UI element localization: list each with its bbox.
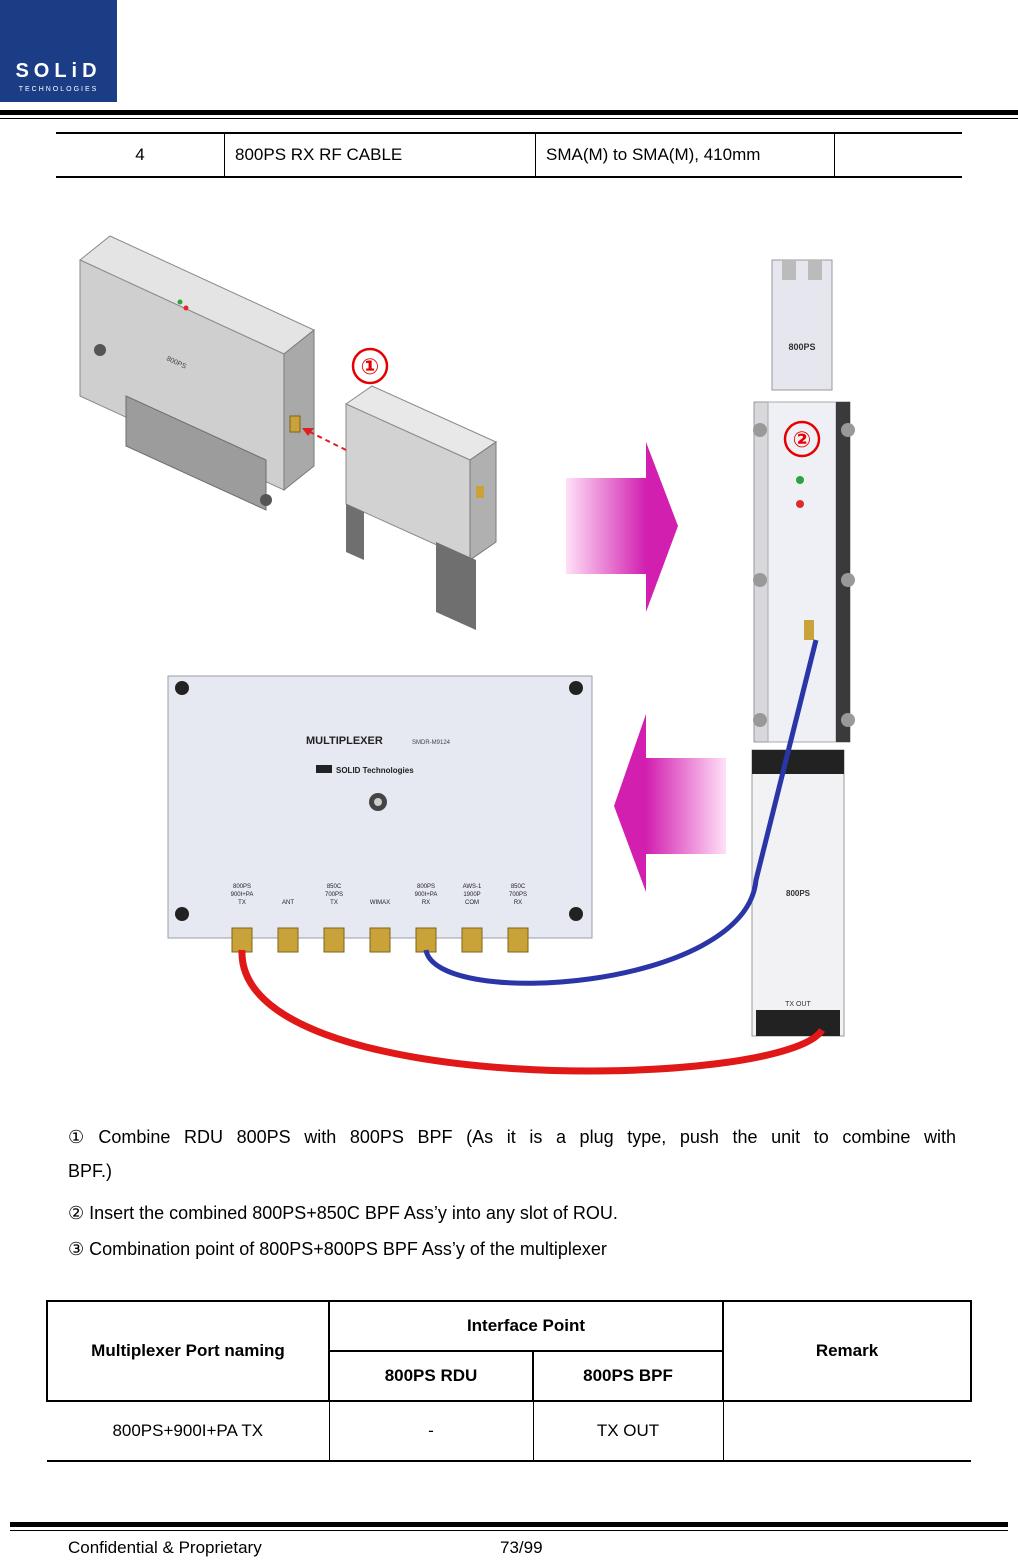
table-cell-item: 800PS RX RF CABLE xyxy=(224,132,536,178)
table-cell-spec: SMA(M) to SMA(M), 410mm xyxy=(535,132,835,178)
port-label: RX xyxy=(514,900,522,906)
port-label: AWS-1 xyxy=(463,884,482,890)
multiplexer-model: SMDR-M9124 xyxy=(412,740,451,746)
marker-2 xyxy=(783,420,821,458)
tx-out-label: TX OUT xyxy=(785,1001,811,1008)
multiplexer-title: MULTIPLEXER xyxy=(306,735,383,747)
port-connector xyxy=(277,927,299,953)
header-port-naming: Multiplexer Port naming xyxy=(46,1300,330,1402)
port-label: 900I+PA xyxy=(415,892,438,898)
cell-rdu: - xyxy=(329,1401,534,1462)
port-label: ANT xyxy=(282,900,294,906)
footer-page-number: 73/99 xyxy=(500,1538,543,1557)
port-label: 700PS xyxy=(509,892,527,898)
multiplexer-brand: SOLID Technologies xyxy=(336,766,414,775)
footer-rule-thick xyxy=(10,1522,1008,1527)
header-800ps-rdu: 800PS RDU xyxy=(328,1350,534,1402)
port-label: 850C xyxy=(327,884,342,890)
port-connector xyxy=(415,927,437,953)
cell-remark xyxy=(723,1401,971,1462)
port-connector xyxy=(369,927,391,953)
multiplexer-port: AWS-1 1900P COM xyxy=(461,884,483,953)
port-connector xyxy=(461,927,483,953)
header-rule-thick xyxy=(0,110,1018,115)
table-row: 4 800PS RX RF CABLE SMA(M) to SMA(M), 41… xyxy=(56,132,962,178)
multiplexer-port: ANT xyxy=(277,900,299,953)
interface-table: Multiplexer Port naming Interface Point … xyxy=(46,1300,972,1462)
cell-bpf: TX OUT xyxy=(533,1401,724,1462)
multiplexer-port: WIMAX xyxy=(369,900,391,953)
cell-port: 800PS+900I+PA TX xyxy=(47,1401,330,1462)
rdu-label: 800PS xyxy=(788,342,815,352)
assembly-diagram: 800PS ① 800PS ② xyxy=(79,235,855,1075)
marker-1-label: ① xyxy=(361,355,380,380)
caption-step-3: ③ Combination point of 800PS+800PS BPF A… xyxy=(68,1239,607,1259)
header-remark: Remark xyxy=(722,1300,972,1402)
port-label: COM xyxy=(465,900,479,906)
multiplexer-unit: MULTIPLEXER SMDR-M9124 SOLID Technologie… xyxy=(167,675,593,939)
multiplexer-port: 800PS 900I+PA RX xyxy=(415,884,438,953)
arrow-right xyxy=(566,442,678,612)
rx-cable-blue xyxy=(423,639,819,986)
table-cell-remark xyxy=(834,132,962,178)
port-connector xyxy=(323,927,345,953)
table-row: 800PS+900I+PA TX - TX OUT xyxy=(47,1401,971,1462)
multiplexer-port: 850C 700PS TX xyxy=(323,884,345,953)
marker-2-label: ② xyxy=(793,428,812,453)
rou-assembly: 800PS ② 800PS TX OUT xyxy=(751,259,855,1037)
table-subheader-row: 800PS RDU 800PS BPF xyxy=(47,1350,971,1402)
port-label: 800PS xyxy=(417,884,435,890)
company-logo xyxy=(0,0,117,102)
header-rule-thin xyxy=(0,118,1018,119)
multiplexer-port: 850C 700PS RX xyxy=(507,884,529,953)
rdu-800ps-unit: 800PS xyxy=(79,235,315,511)
port-label: WIMAX xyxy=(370,900,390,906)
port-label: TX xyxy=(238,900,246,906)
arrow-left xyxy=(614,714,726,892)
logo-subtext: TECHNOLOGIES xyxy=(18,86,99,93)
bpf-label: 800PS xyxy=(786,889,811,898)
table-cell-no: 4 xyxy=(56,132,225,178)
tx-cable-red xyxy=(238,949,825,1075)
footer-confidential: Confidential & Proprietary xyxy=(68,1538,262,1557)
table-header-row: Multiplexer Port naming Interface Point … xyxy=(46,1300,972,1402)
port-label: RX xyxy=(422,900,430,906)
port-label: 800PS xyxy=(233,884,251,890)
parts-table: 4 800PS RX RF CABLE SMA(M) to SMA(M), 41… xyxy=(56,132,962,178)
port-connector xyxy=(507,927,529,953)
header-interface-point: Interface Point xyxy=(328,1300,724,1352)
footer-rule-thin xyxy=(10,1530,1008,1531)
port-label: 700PS xyxy=(325,892,343,898)
port-label: TX xyxy=(330,900,338,906)
caption-step-2: ② Insert the combined 800PS+850C BPF Ass… xyxy=(68,1203,618,1223)
port-label: 850C xyxy=(511,884,526,890)
logo-text: SOLiD xyxy=(15,60,102,82)
port-connector xyxy=(231,927,253,953)
port-label: 1900P xyxy=(463,892,480,898)
marker-1 xyxy=(351,347,389,385)
bpf-800ps-unit xyxy=(344,385,498,630)
insert-arrow xyxy=(305,429,347,451)
header-800ps-bpf: 800PS BPF xyxy=(532,1350,724,1402)
caption-step-1: ① Combine RDU 800PS with 800PS BPF (As i… xyxy=(68,1127,956,1181)
multiplexer-ports: 800PS 900I+PA TX ANT 850C 700PS TX WIMAX 800PS 90… xyxy=(231,884,529,953)
port-label: 900I+PA xyxy=(231,892,254,898)
